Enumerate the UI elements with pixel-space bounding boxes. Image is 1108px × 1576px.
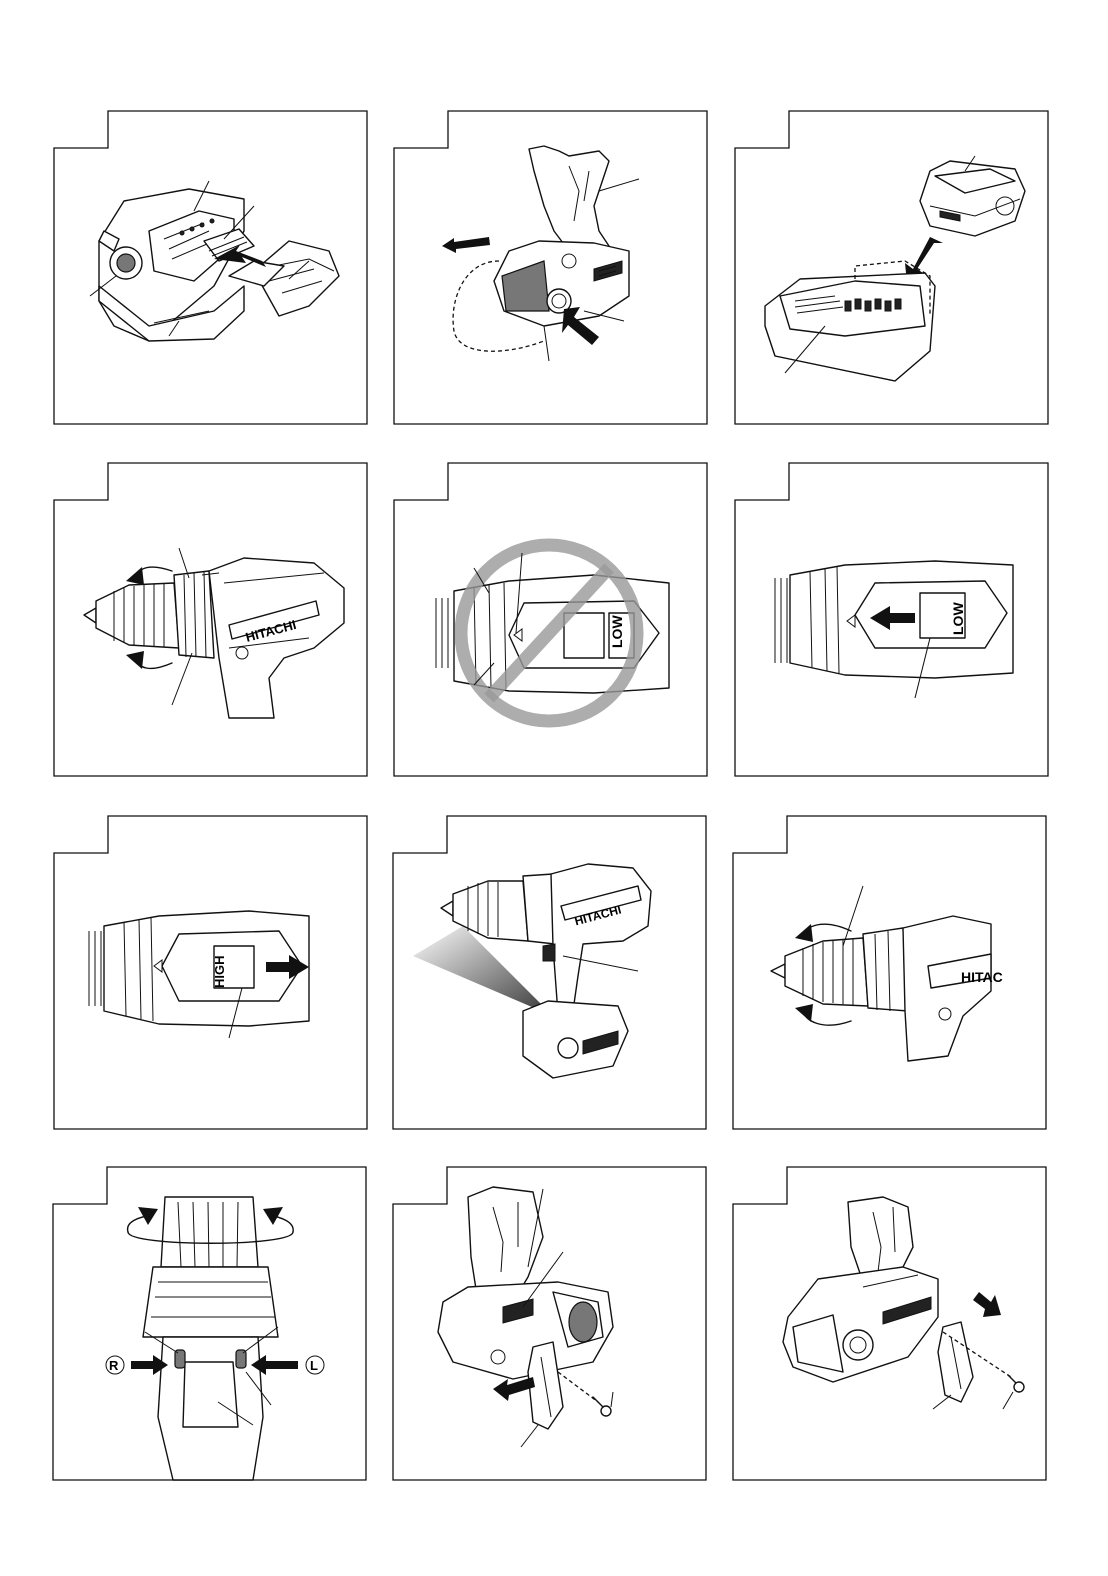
figure-2-battery-removal (394, 111, 708, 425)
figure-8-led-light: HITACHI (393, 816, 707, 1130)
figure-9-chuck-sleeve: HITAC (733, 816, 1047, 1130)
figure-1-battery-cover (54, 111, 368, 425)
figure-4-clutch-dial: HITACHI (54, 463, 368, 777)
figure-10-forward-reverse: R L (53, 1167, 367, 1481)
mark-r: R (109, 1358, 119, 1373)
figure-6-speed-low: LOW (735, 463, 1049, 777)
figure-7-speed-high: HIGH (54, 816, 368, 1130)
figure-5-prohibited: LOW (394, 463, 708, 777)
speed-label: LOW (950, 602, 966, 635)
figure-3-battery-charger (735, 111, 1049, 425)
brand-label: HITAC (961, 969, 1003, 985)
mark-l: L (310, 1358, 318, 1373)
figure-12-hook-detach (733, 1167, 1047, 1481)
speed-label: HIGH (212, 956, 227, 989)
speed-label: LOW (609, 615, 625, 648)
figure-11-hook-attach (393, 1167, 707, 1481)
